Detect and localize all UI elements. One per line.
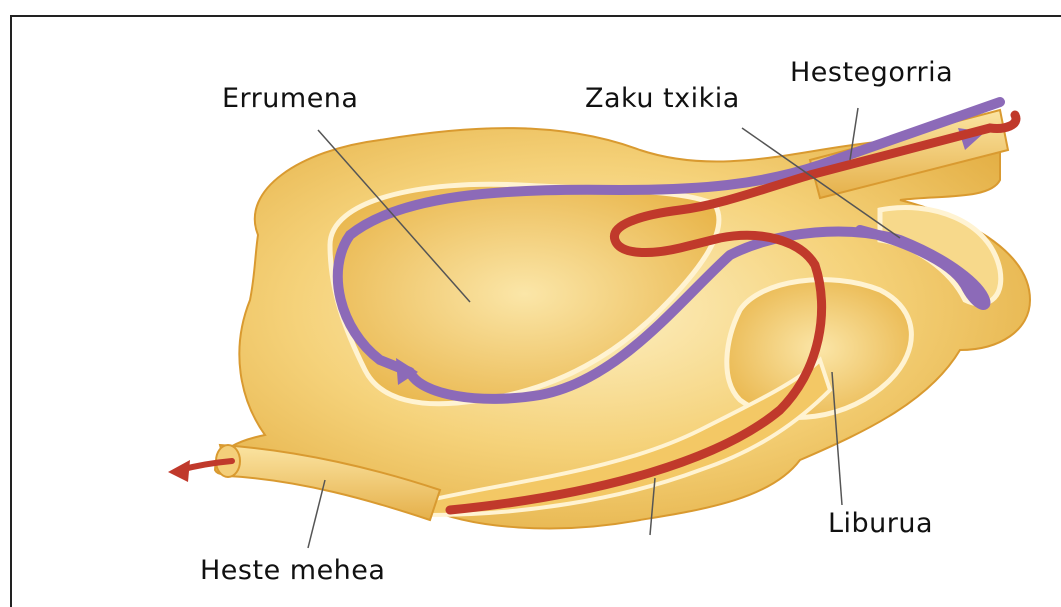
label-heste-mehea: Heste mehea	[200, 555, 385, 586]
label-hestegorria: Hestegorria	[790, 57, 953, 88]
label-liburua: Liburua	[828, 508, 933, 539]
ruminant-stomach-diagram	[0, 0, 1061, 592]
leader-line-heste-mehea	[308, 480, 325, 548]
red-exit-arrowhead	[168, 460, 190, 482]
label-errumena: Errumena	[222, 83, 358, 114]
label-zaku-txikia: Zaku txikia	[585, 83, 740, 114]
